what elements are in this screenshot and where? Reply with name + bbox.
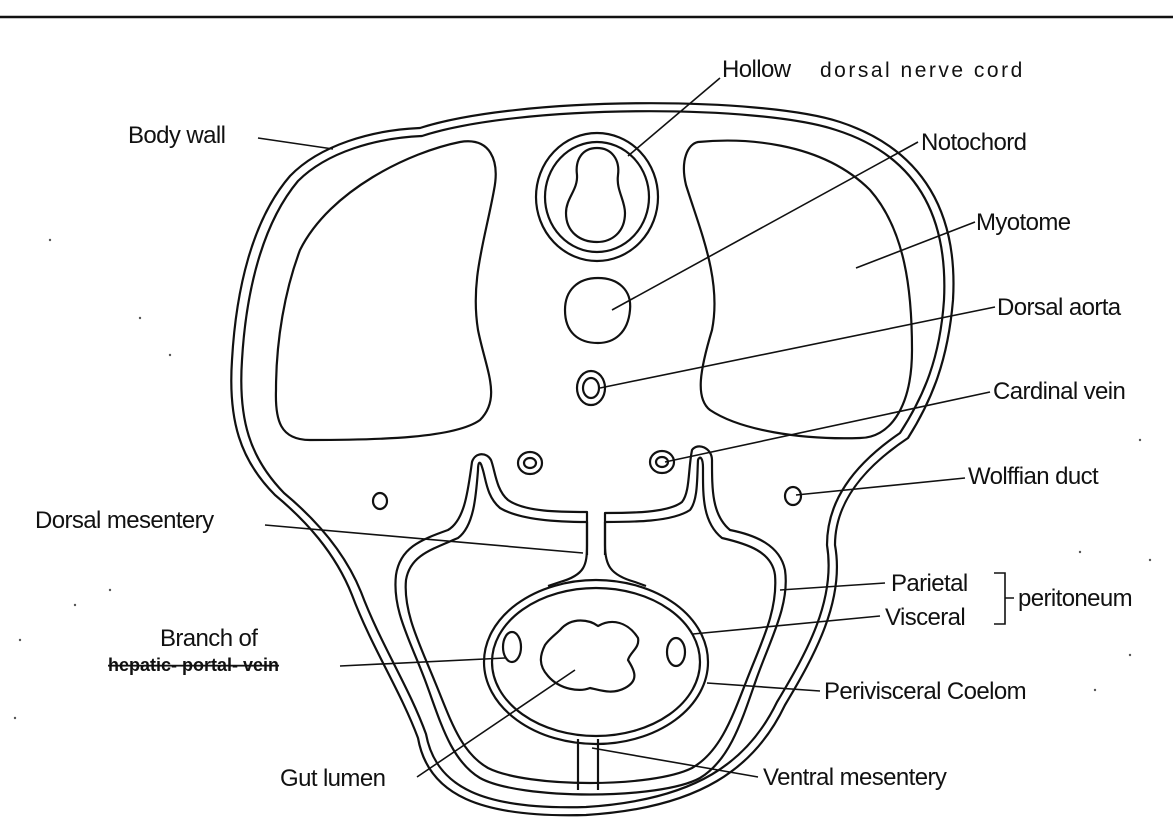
leader-dorsal-aorta xyxy=(599,306,996,389)
body-wall-inner xyxy=(240,110,946,809)
label-cardinal-vein: Cardinal vein xyxy=(993,378,1125,405)
label-dorsal-aorta: Dorsal aorta xyxy=(997,294,1122,321)
dorsal-mesentery-left xyxy=(547,544,589,588)
gut-wall-outer xyxy=(482,578,710,746)
label-branch-of: Branch of xyxy=(160,625,258,652)
hepatic-portal-vein-left xyxy=(501,630,523,664)
leader-visceral xyxy=(692,615,881,635)
nerve-cord-lumen xyxy=(564,146,627,244)
wolffian-duct-right xyxy=(783,485,803,507)
parietal-peritoneum-outer xyxy=(394,445,787,796)
label-myotome: Myotome xyxy=(976,209,1071,236)
label-gut-lumen: Gut lumen xyxy=(280,765,385,792)
notochord-shape xyxy=(563,276,632,345)
myotome-right xyxy=(682,139,914,440)
label-dorsal-mesentery: Dorsal mesentery xyxy=(35,507,214,534)
peritoneum-bracket xyxy=(994,572,1014,625)
leader-nerve-cord xyxy=(627,77,721,157)
myotome-left xyxy=(274,140,497,442)
gut-lumen-shape xyxy=(539,619,640,693)
label-nerve-cord-rest: dorsal nerve cord xyxy=(820,59,1025,82)
leader-notochord xyxy=(611,141,919,311)
leader-hepatic-portal-vein xyxy=(339,657,506,667)
leader-perivisceral-coelom xyxy=(706,682,821,692)
label-body-wall: Body wall xyxy=(128,122,225,149)
label-perivisceral-coelom: Perivisceral Coelom xyxy=(824,678,1026,705)
dorsal-aorta-outer xyxy=(575,369,607,407)
body-wall-outer xyxy=(230,102,955,817)
parietal-peritoneum-inner xyxy=(404,456,777,785)
nerve-cord-outer xyxy=(534,131,660,263)
leader-dorsal-mesentery xyxy=(264,524,584,554)
cardinal-vein-left-outer xyxy=(516,450,544,476)
leader-ventral-mesentery xyxy=(591,747,759,778)
label-peritoneum: peritoneum xyxy=(1018,585,1132,612)
label-visceral: Visceral xyxy=(885,604,965,631)
leader-parietal xyxy=(779,582,886,591)
nerve-cord-inner xyxy=(543,140,651,254)
dorsal-mesentery-right xyxy=(603,544,647,588)
label-ventral-mesentery: Ventral mesentery xyxy=(763,764,947,791)
label-hepatic-portal-vein: hepatic- portal- vein xyxy=(108,655,279,675)
label-wolffian-duct: Wolffian duct xyxy=(968,463,1099,490)
label-nerve-cord-hollow: Hollow xyxy=(722,56,792,83)
label-parietal: Parietal xyxy=(891,570,968,597)
hepatic-portal-vein-right xyxy=(665,636,687,668)
label-notochord: Notochord xyxy=(921,129,1026,156)
leader-body-wall xyxy=(257,137,334,150)
cardinal-vein-left-inner xyxy=(522,456,538,470)
wolffian-duct-left xyxy=(371,491,389,511)
print-specks xyxy=(13,238,1152,720)
leader-myotome xyxy=(855,221,976,269)
gut-wall-inner xyxy=(490,586,702,738)
cardinal-vein-right-outer xyxy=(648,449,676,475)
leader-cardinal-vein xyxy=(664,391,991,463)
leader-wolffian-duct xyxy=(795,477,966,496)
leader-gut-lumen xyxy=(416,669,576,778)
dorsal-aorta-inner xyxy=(581,376,601,400)
